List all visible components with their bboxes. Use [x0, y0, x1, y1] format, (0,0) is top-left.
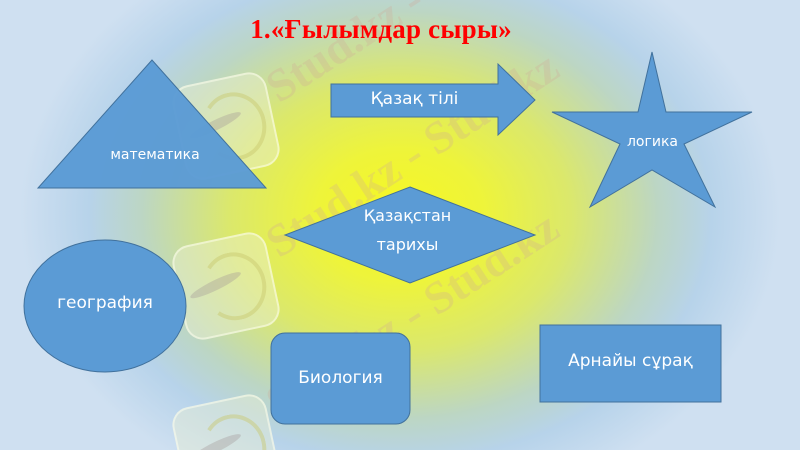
star-label: логика [626, 134, 678, 150]
arrow-label: Қазақ тілі [370, 89, 459, 109]
ellipse-shape[interactable] [23, 239, 187, 373]
rounded-rect-label: Биология [298, 368, 383, 388]
triangle-label: математика [110, 147, 200, 163]
ellipse-label: география [57, 293, 153, 313]
diamond-shape[interactable] [283, 186, 537, 284]
star-shape[interactable] [551, 51, 753, 209]
rectangle-shape[interactable] [539, 324, 722, 403]
slide-title: 1.«Ғылымдар сыры» [250, 14, 512, 44]
rectangle-label: Арнайы сұрақ [568, 351, 693, 371]
triangle-shape[interactable] [36, 59, 268, 189]
arrow-shape[interactable] [330, 62, 536, 137]
diamond-label-line2: тарихы [376, 235, 439, 254]
diamond-label-line1: Қазақстан [363, 206, 452, 225]
rounded-rect-shape[interactable] [270, 332, 411, 425]
